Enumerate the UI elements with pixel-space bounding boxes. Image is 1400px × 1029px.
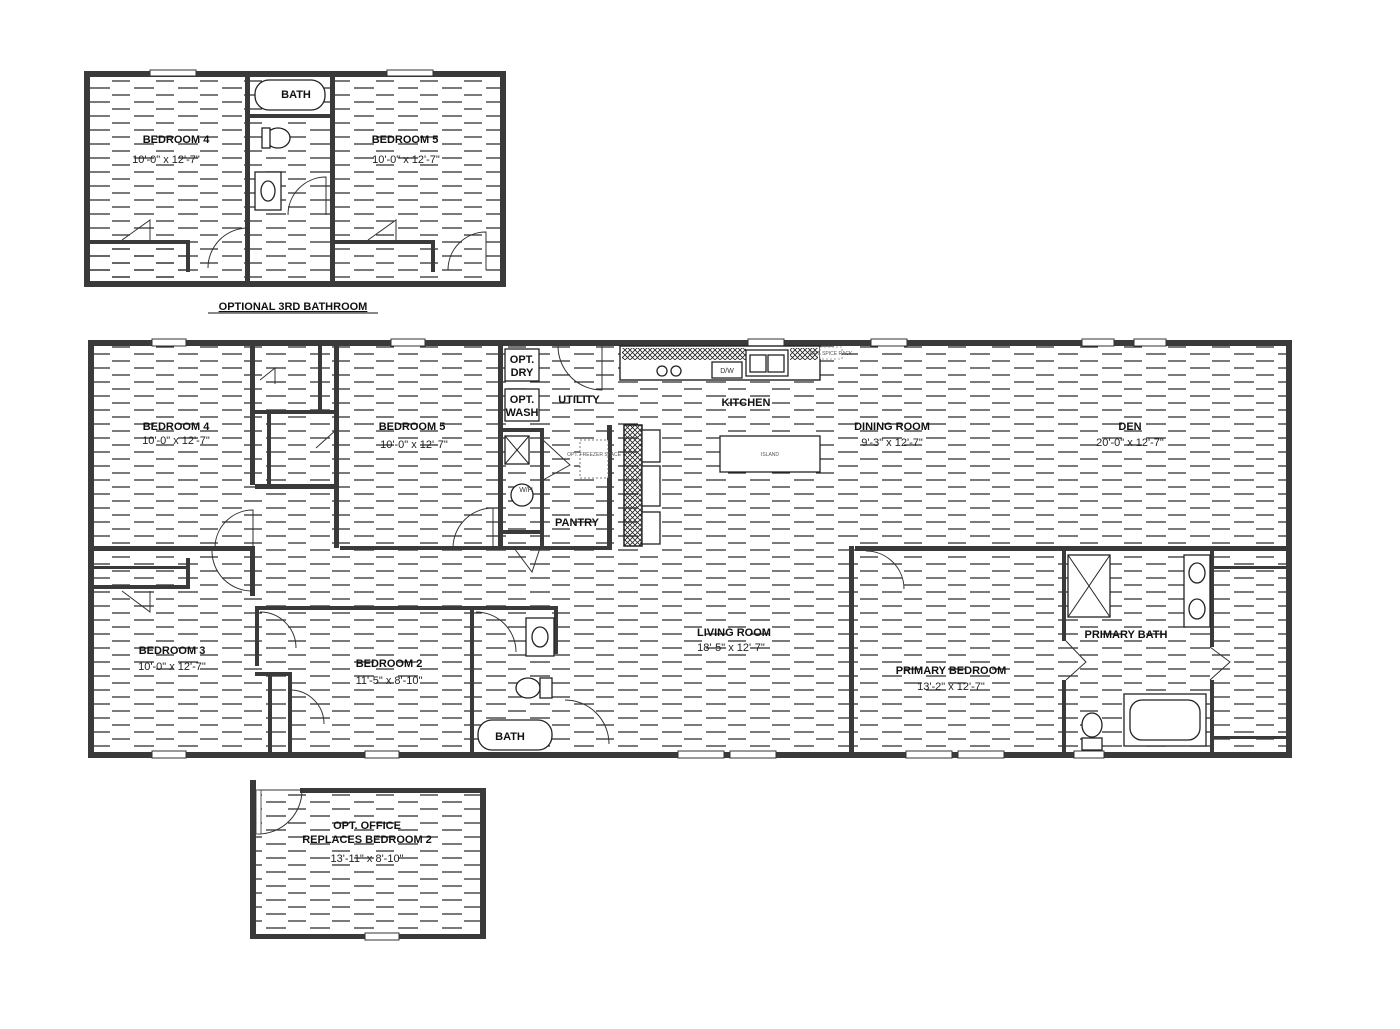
den-dim: 20'-0" x 12'-7": [1096, 437, 1164, 449]
bathtub-fixture: [254, 79, 326, 111]
bedroom2-dim: 11'-5" x 8'-10": [356, 675, 423, 687]
dishwasher-label: D/W: [720, 368, 734, 375]
inset-bedroom4-label: BEDROOM 4: [143, 134, 211, 146]
living-room-dim: 18'-5" x 12'-7": [697, 642, 765, 654]
bedroom3-label: BEDROOM 3: [139, 645, 206, 657]
opt-spice-label: OPT. SPICE RACK: [810, 351, 853, 357]
hall-bath-tub: [477, 719, 553, 751]
dining-room-dim: 9'-3" x 12'-7": [861, 437, 923, 449]
bedroom5-dim: 10'-0" x 12'-7": [380, 439, 448, 451]
bedroom4-label: BEDROOM 4: [143, 421, 211, 433]
hall-bath-toilet: [515, 677, 541, 699]
primary-bath-label: PRIMARY BATH: [1085, 629, 1168, 641]
primary-bedroom-dim: 13'-2" x 12'-7": [917, 681, 985, 693]
opt-office-label-2: REPLACES BEDROOM 2: [302, 834, 432, 846]
dining-room-label: DINING ROOM: [854, 421, 930, 433]
sink-fixture: [254, 171, 282, 211]
opt-dry-label-1: OPT.: [510, 354, 534, 366]
water-heater-fixture: [510, 483, 534, 507]
hall-bath-label: BATH: [495, 731, 525, 743]
bedroom4-dim: 10'-0" x 12'-7": [142, 435, 210, 447]
primary-sink-1: [1188, 562, 1206, 584]
pantry-label: PANTRY: [555, 517, 600, 529]
den-label: DEN: [1118, 421, 1141, 433]
opt-dry-label-2: DRY: [511, 367, 534, 379]
opt-wash-label-1: OPT.: [510, 394, 534, 406]
inset-bedroom4-dim: 10'-0" x 12'-7": [132, 154, 200, 166]
bedroom2-label: BEDROOM 2: [356, 658, 423, 670]
opt-freezer-label: OPT. FREEZER SPACE: [567, 452, 621, 458]
inset-bedroom5-label: BEDROOM 5: [372, 134, 439, 146]
bedroom3-dim: 10'-0" x 12'-7": [138, 661, 206, 673]
optional-3rd-bath-plan: BEDROOM 4 10'-0" x 12'-7" BEDROOM 5 10'-…: [84, 69, 506, 314]
opt-office-dim: 13'-11" x 8'-10": [331, 853, 404, 865]
utility-label: UTILITY: [558, 394, 600, 406]
opt-wash-label-2: WASH: [506, 407, 539, 419]
opt-office-label-1: OPT. OFFICE: [333, 820, 401, 832]
primary-toilet-fixture: [1081, 712, 1103, 738]
inset-bedroom5-dim: 10'-0" x 12'-7": [372, 154, 440, 166]
kitchen-island: [719, 435, 821, 473]
kitchen-peninsula-counter: [623, 424, 643, 547]
bedroom5-label: BEDROOM 5: [379, 421, 446, 433]
primary-bedroom-label: PRIMARY BEDROOM: [896, 665, 1007, 677]
main-floor-plan: OPT. FREEZER SPACE OPT. DRY OPT. WASH W/…: [88, 338, 1292, 759]
island-label: ISLAND: [761, 452, 779, 458]
water-heater-label: W/H: [519, 487, 533, 494]
kitchen-label: KITCHEN: [722, 397, 771, 409]
optional-3rd-bath-caption: OPTIONAL 3RD BATHROOM: [219, 301, 368, 313]
inset-bath-label: BATH: [281, 89, 311, 101]
opt-office-plan: OPT. OFFICE REPLACES BEDROOM 2 13'-11" x…: [250, 780, 486, 941]
primary-sink-2: [1188, 598, 1206, 620]
living-room-label: LIVING ROOM: [697, 627, 771, 639]
